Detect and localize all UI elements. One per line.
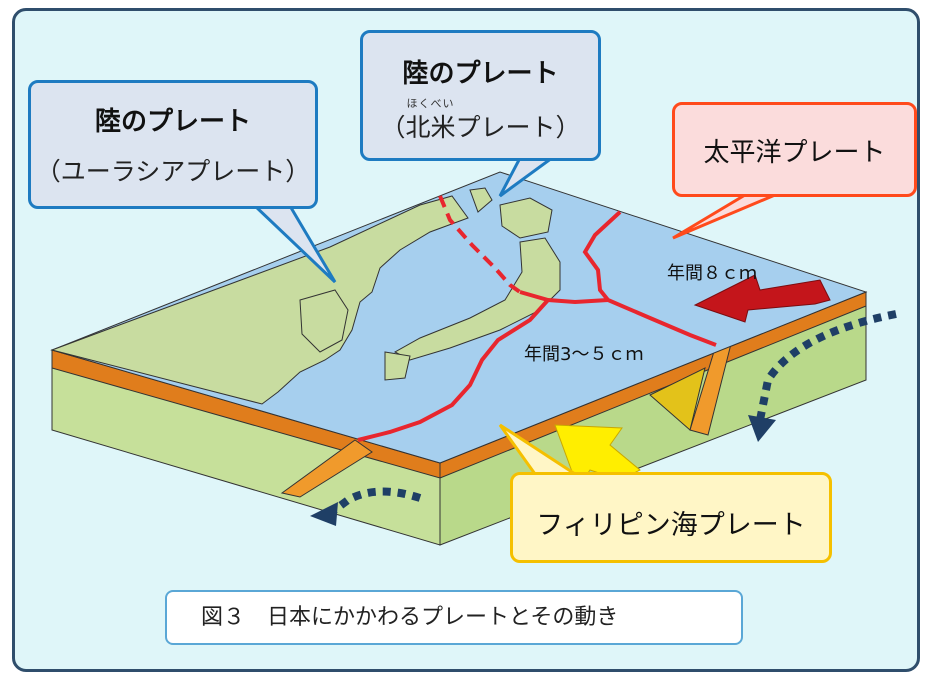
philippine-rate-label: 年間3～５ｃｍ <box>524 344 644 365</box>
honshu-land <box>393 237 561 361</box>
na-callout-title: 陸のプレート <box>402 59 559 89</box>
hokkaido-land <box>499 197 553 239</box>
philippine-dotted-arrowhead <box>310 502 338 526</box>
pacific-callout-title: 太平洋プレート <box>703 138 886 168</box>
boundary-japan-trench <box>519 290 609 305</box>
pacific-callout-tail <box>672 193 776 240</box>
philippine-slab <box>280 439 373 498</box>
boundary-eurasia-na-dashed <box>438 195 522 294</box>
eurasia-plate-callout: 陸のプレート （ユーラシアプレート） <box>28 80 318 209</box>
na-kanji: 北米 <box>405 113 456 142</box>
boundary-pacific <box>582 210 717 347</box>
na-callout-name: （ほくべい北米プレート） <box>363 97 598 144</box>
wedge <box>649 367 706 431</box>
sakhalin-land <box>469 187 493 213</box>
na-furigana: ほくべい <box>406 97 455 110</box>
eurasia-callout-name: （ユーラシアプレート） <box>35 157 311 186</box>
kyushu-land <box>384 351 411 381</box>
philippine-plate-callout: フィリピン海プレート <box>510 472 832 563</box>
na-rest: プレート） <box>455 113 581 142</box>
pacific-plate-callout: 太平洋プレート <box>672 102 917 197</box>
pacific-dotted-arrowhead <box>748 415 776 442</box>
north-america-plate-callout: 陸のプレート （ほくべい北米プレート） <box>360 30 601 161</box>
eurasia-callout-title: 陸のプレート <box>94 107 251 137</box>
korea-land <box>299 289 349 353</box>
pacific-motion-arrow <box>693 274 831 323</box>
pacific-rate-label: 年間８ｃｍ <box>667 263 757 284</box>
na-paren: （ <box>380 113 406 142</box>
philippine-callout-title: フィリピン海プレート <box>536 510 806 541</box>
pacific-dotted-path <box>756 310 897 421</box>
figure-caption: 図３ 日本にかかわるプレートとその動き <box>165 590 743 645</box>
na-ruby-word: ほくべい北米 <box>405 97 456 144</box>
boundary-nankai <box>357 298 550 442</box>
